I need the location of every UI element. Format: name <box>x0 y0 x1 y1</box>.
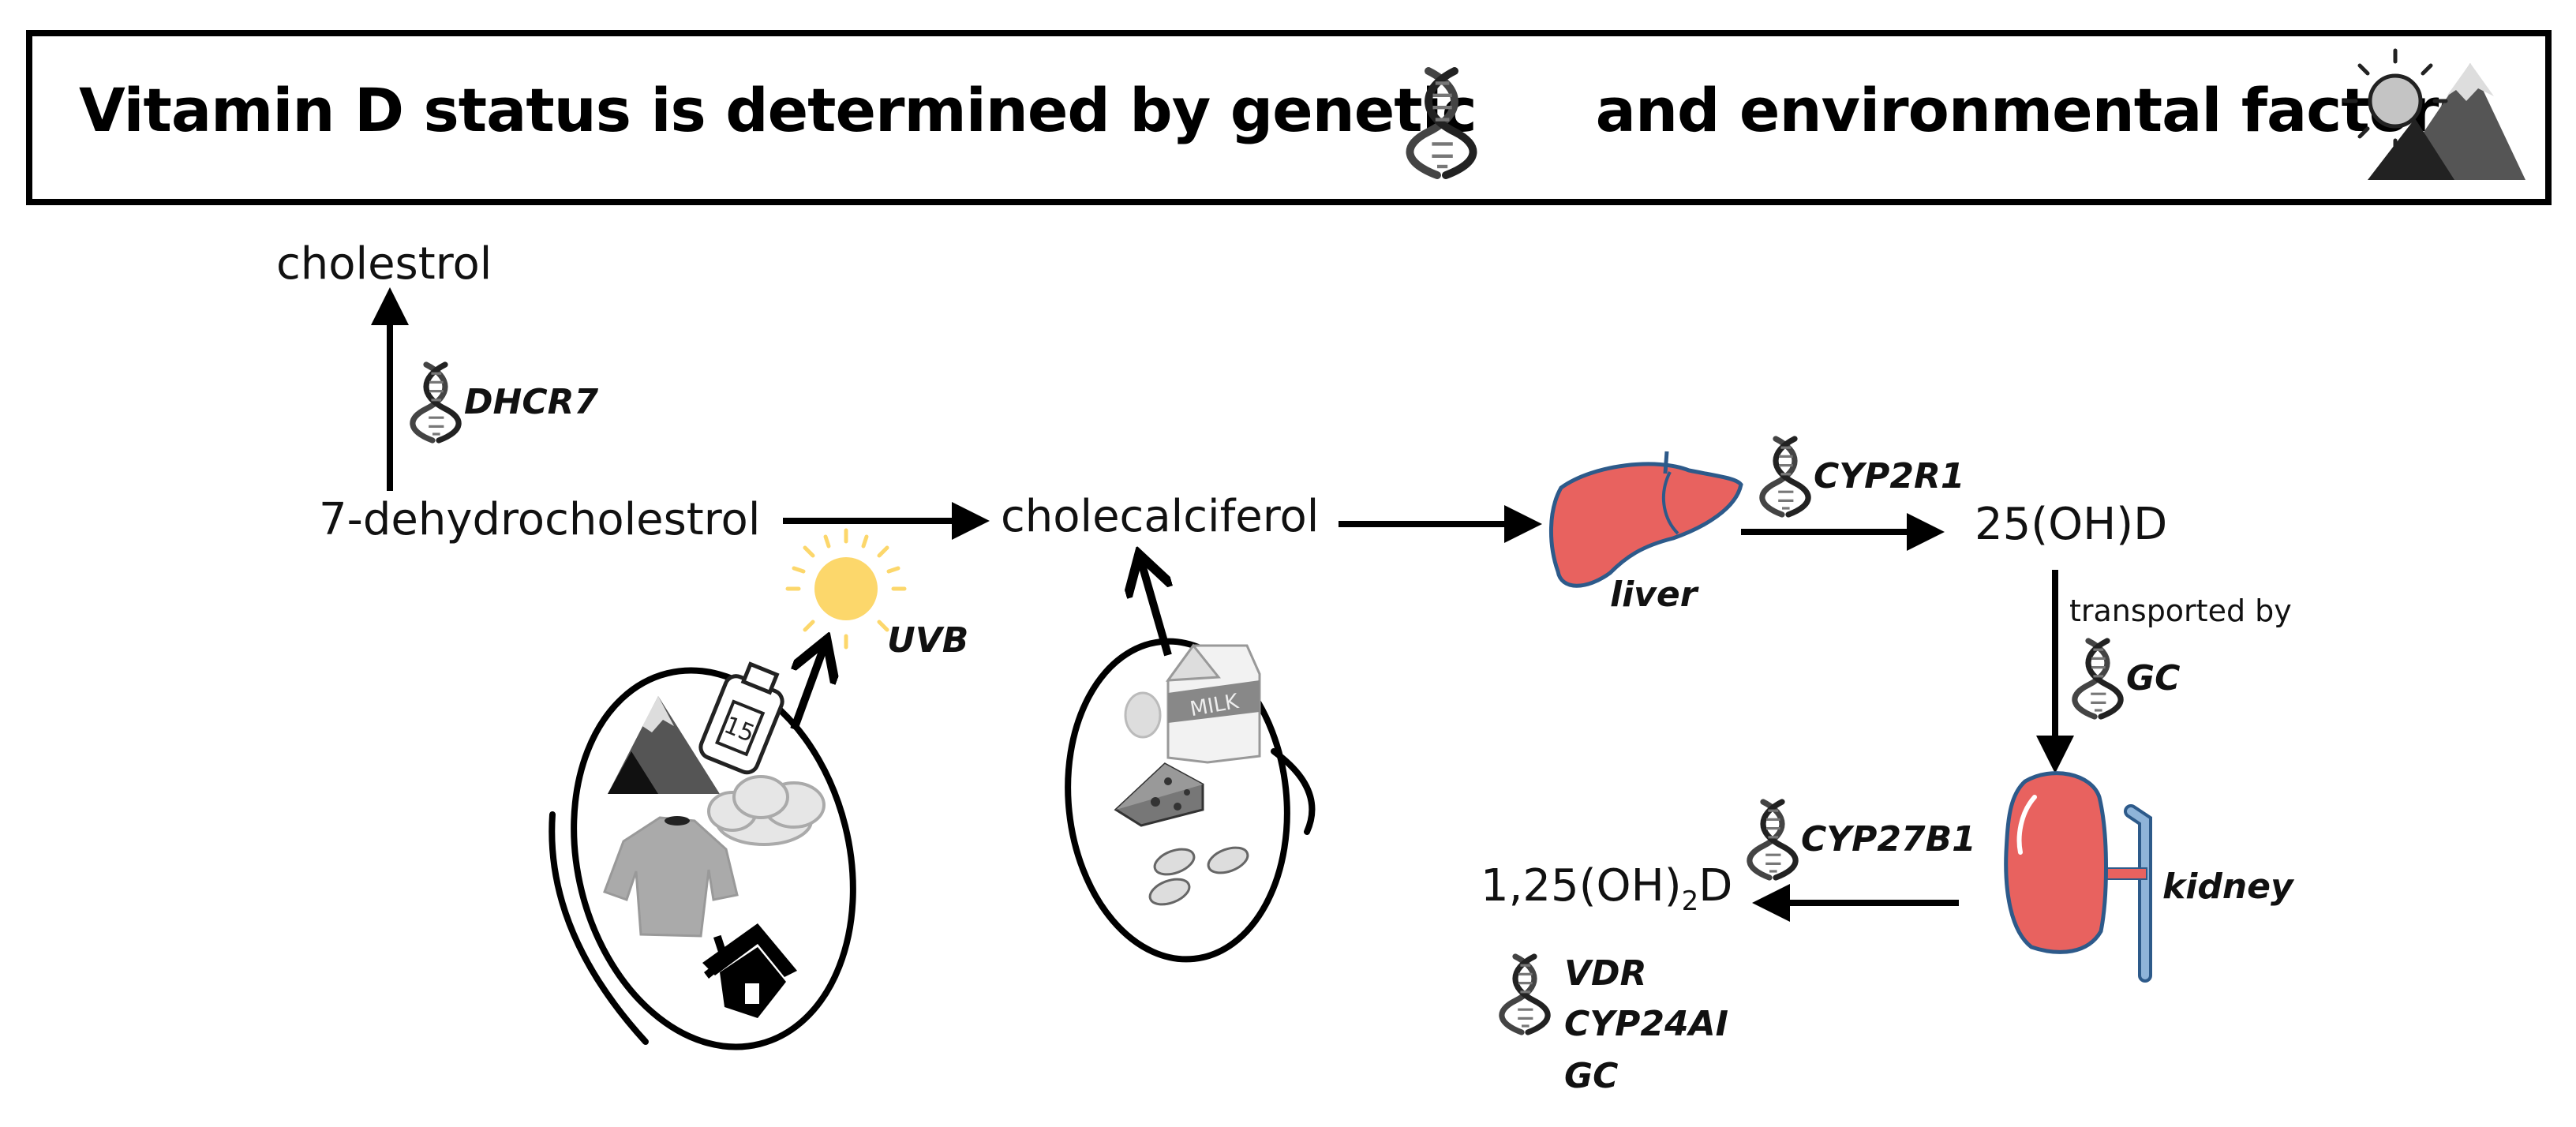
gene-vdr: VDR <box>1564 953 1647 994</box>
environmental-factors-group: 15 <box>549 641 856 1050</box>
gene-cyp27b1: CYP27B1 <box>1801 819 1976 859</box>
title-sun-mountain-icon <box>2342 48 2525 180</box>
compound-25ohd: 25(OH)D <box>1975 499 2168 550</box>
title-part1: Vitamin D status is determined by geneti… <box>79 75 1477 145</box>
cyp2r1-dna-icon <box>1762 439 1808 515</box>
title-box <box>26 30 2552 205</box>
calcitriol-subscript: 2 <box>1681 886 1699 918</box>
compound-7-dehydrocholesterol: 7-dehydrocholestrol <box>319 494 761 545</box>
kidney-icon <box>2004 771 2152 983</box>
compound-cholecalciferol: cholecalciferol <box>1001 491 1320 542</box>
sunscreen-icon: 15 <box>698 661 784 775</box>
gene-gc: GC <box>2126 658 2181 698</box>
sweater-icon <box>603 816 739 938</box>
title: Vitamin D status is determined by geneti… <box>79 75 2474 145</box>
liver-icon <box>1548 451 1743 588</box>
gc-dna-icon <box>2075 641 2121 717</box>
calcitriol-suffix: D <box>1698 860 1733 912</box>
gene-cyp2r1: CYP2R1 <box>1814 456 1965 496</box>
dhcr7-dna-icon <box>413 365 459 440</box>
uvb-label: UVB <box>887 620 969 661</box>
supplement-pills-icon <box>1148 846 1249 906</box>
title-dna-icon <box>1410 71 1473 175</box>
calcitriol-prefix: 1,25(OH) <box>1481 860 1682 912</box>
cheese-icon <box>1114 762 1204 827</box>
egg-icon <box>1124 691 1162 739</box>
organ-kidney-label: kidney <box>2162 867 2293 907</box>
house-icon <box>702 923 797 1018</box>
gene-gc-target: GC <box>1564 1056 1619 1096</box>
gene-cyp24a1: CYP24AI <box>1564 1004 1729 1044</box>
compound-cholesterol: cholestrol <box>276 238 492 290</box>
transported-by-label: transported by <box>2069 593 2292 628</box>
title-part2: and environmental factors <box>1595 75 2474 145</box>
cyp27b1-dna-icon <box>1750 802 1795 878</box>
sun-icon <box>785 528 907 650</box>
vdr-dna-icon <box>1502 957 1548 1032</box>
compound-calcitriol: 1,25(OH)2D <box>1481 860 1732 917</box>
dietary-sources-group: MILK <box>1065 562 1316 963</box>
cloud-icon <box>707 775 826 846</box>
milk-carton-icon: MILK <box>1165 643 1261 764</box>
gene-dhcr7: DHCR7 <box>464 382 599 422</box>
mountain-icon <box>608 696 720 794</box>
organ-liver-label: liver <box>1610 575 1698 615</box>
